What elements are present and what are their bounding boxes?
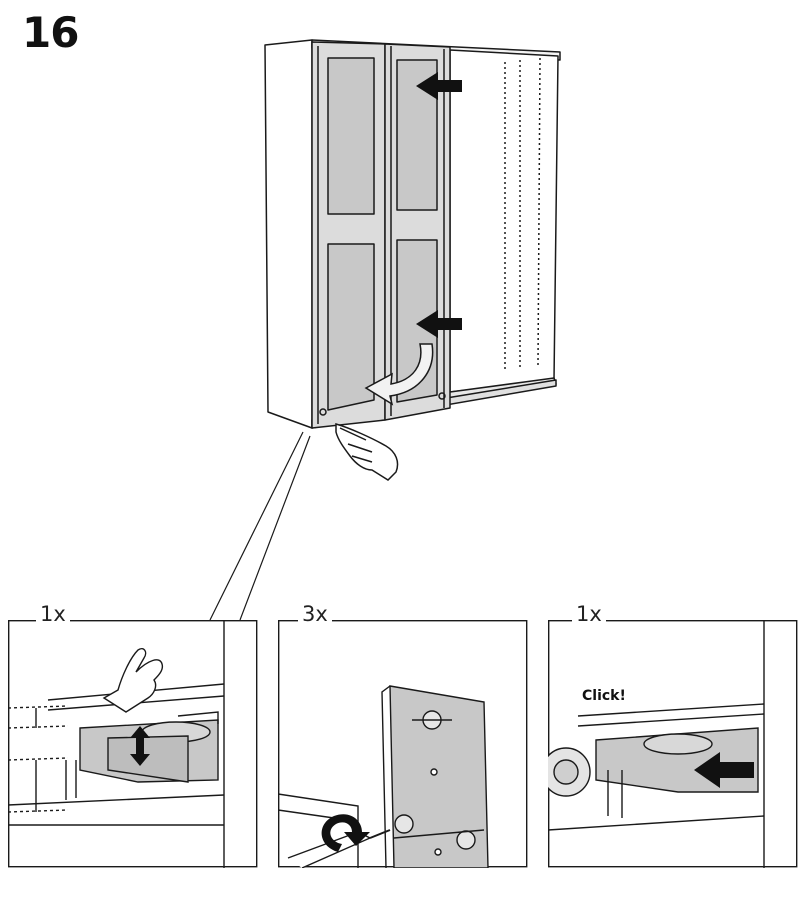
callout-line	[209, 431, 311, 620]
pointing-hand-icon	[102, 648, 164, 713]
push-arrow-icon	[694, 752, 754, 788]
panel-3-illustration	[541, 619, 798, 868]
detail-panel-screw: 3x	[277, 602, 528, 869]
slide-arrow-bottom	[416, 310, 462, 338]
up-down-arrow-icon	[130, 726, 150, 766]
step-number: 16	[22, 8, 79, 57]
click-sound-label: Click!	[582, 688, 626, 704]
rotate-arrow-icon	[321, 814, 370, 852]
curve-arrow-icon	[364, 343, 434, 406]
hand-icon	[335, 423, 399, 481]
wardrobe-illustration	[209, 39, 561, 620]
panel-2-quantity: 3x	[298, 602, 332, 626]
panel-1-quantity: 1x	[36, 602, 70, 626]
detail-panel-click: 1x Click!	[541, 602, 798, 868]
slide-arrow-top	[416, 72, 462, 100]
panel-2-illustration	[277, 619, 528, 869]
panel-1-illustration	[7, 619, 258, 868]
detail-panel-height-adjust: 1x	[7, 602, 258, 868]
panel-3-quantity: 1x	[572, 602, 606, 626]
